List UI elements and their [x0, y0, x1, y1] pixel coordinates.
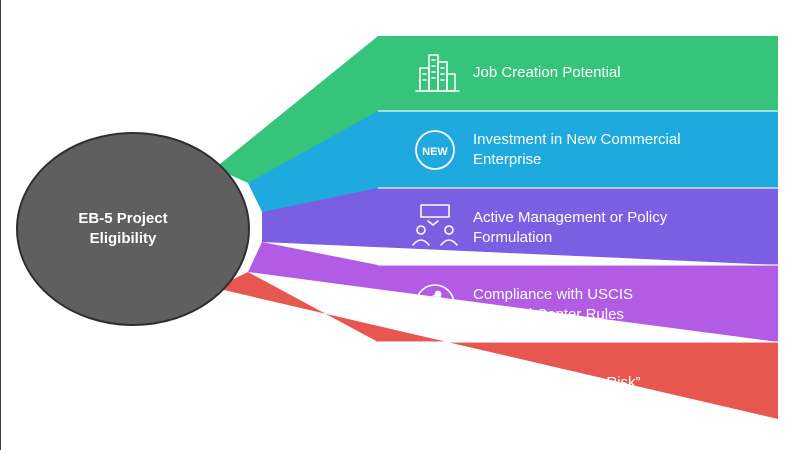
center-circle: [16, 132, 250, 326]
item-label-line: Job Creation Potential: [473, 64, 621, 81]
item-label-new-enterprise: Investment in New Commercial Enterprise: [473, 130, 773, 170]
item-label-line: Formulation: [473, 229, 553, 246]
item-label-job-creation: Job Creation Potential: [473, 63, 773, 83]
left-border-line: [0, 0, 1, 450]
item-label-line: Compliance with USCIS: [473, 286, 634, 303]
item-label-line: Capital Must Be “At Risk”: [473, 374, 641, 391]
band-uscis-compliance: [248, 242, 778, 342]
item-label-line: Regional Center Rules: [473, 306, 624, 323]
center-title: EB-5 Project Eligibility: [28, 209, 218, 249]
center-title-line-1: EB-5 Project: [78, 210, 168, 227]
band-separators: [378, 110, 778, 343]
band-active-management: [262, 188, 778, 265]
item-label-line: Enterprise: [473, 151, 542, 168]
item-label-line: Active Management or Policy: [473, 209, 668, 226]
item-label-active-management: Active Management or Policy Formulation: [473, 208, 773, 248]
item-label-uscis-compliance: Compliance with USCIS Regional Center Ru…: [473, 285, 773, 325]
new-badge-icon: NEW: [415, 130, 455, 170]
center-title-line-2: Eligibility: [89, 230, 157, 247]
growth-chart-icon: [413, 363, 449, 399]
item-label-line: Investment in New Commercial: [473, 131, 681, 148]
band-new-enterprise: [248, 111, 778, 212]
team-meeting-icon: [412, 204, 458, 246]
network-nodes-icon: [415, 284, 455, 324]
item-label-at-risk: Capital Must Be “At Risk”: [473, 373, 773, 393]
city-buildings-icon: [415, 54, 460, 92]
svg-text:NEW: NEW: [422, 146, 448, 158]
band-at-risk: [215, 272, 778, 419]
